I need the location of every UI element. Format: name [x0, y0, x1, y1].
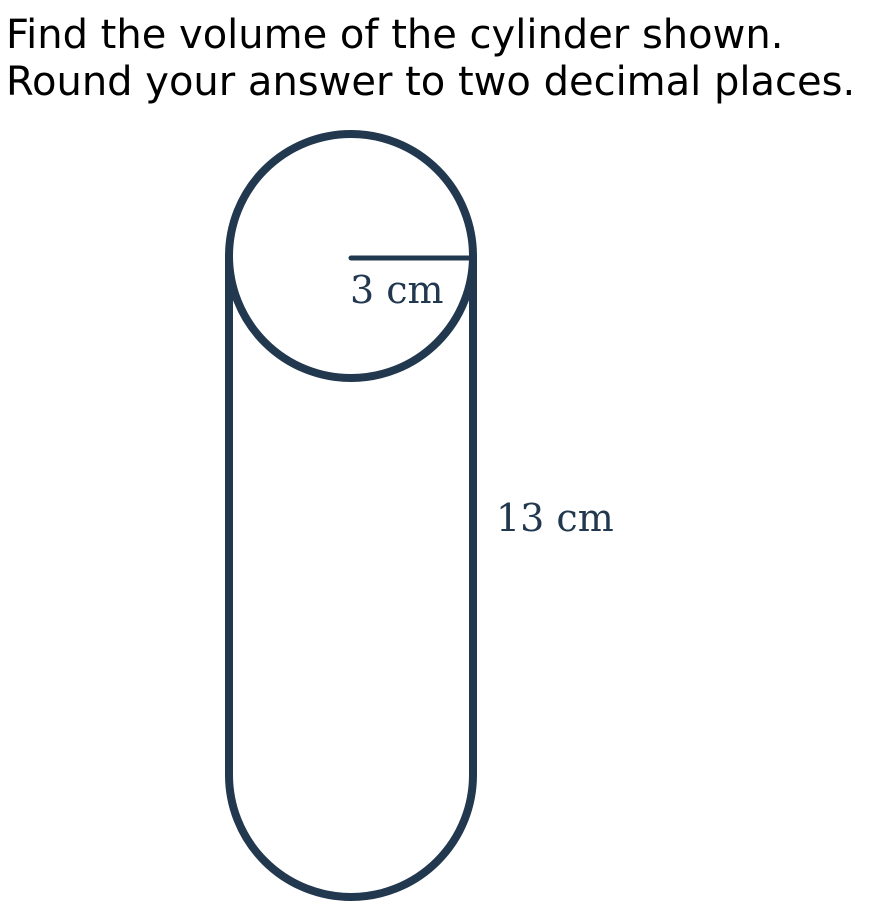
cylinder-body-outline: [225, 252, 477, 901]
question-line-1: Find the volume of the cylinder shown.: [6, 12, 784, 58]
question-line-2: Round your answer to two decimal places.: [6, 59, 856, 105]
height-label: 13 cm: [496, 496, 614, 540]
cylinder-top-circle: [225, 130, 477, 382]
radius-label: 3 cm: [350, 268, 444, 312]
question-text: Find the volume of the cylinder shown. R…: [6, 12, 855, 106]
